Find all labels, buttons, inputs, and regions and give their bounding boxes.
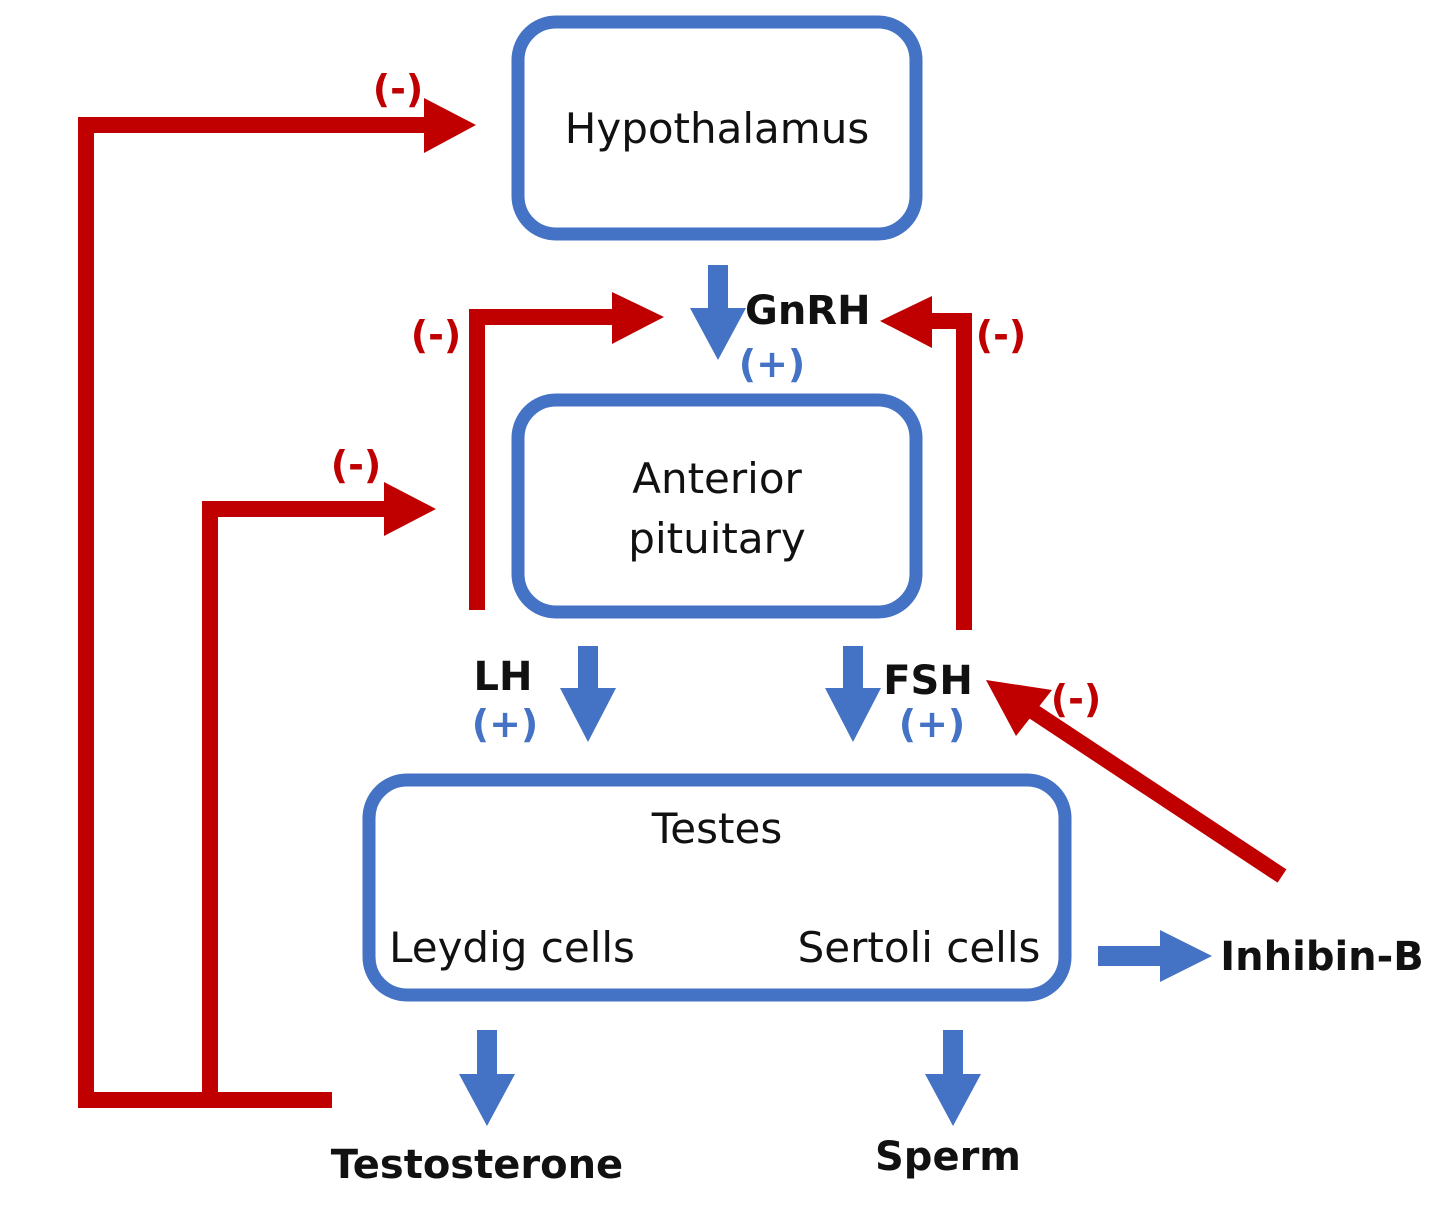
gnrh-label: GnRH	[745, 288, 871, 334]
testosterone-label: Testosterone	[331, 1142, 623, 1188]
inhibitory-feedback	[78, 117, 1287, 1108]
gnrh-arrow	[690, 265, 746, 360]
sperm-label: Sperm	[875, 1134, 1021, 1180]
leydig-cells-label: Leydig cells	[389, 923, 635, 972]
pituitary-inhibit-arrowhead	[384, 482, 436, 536]
hypothalamus-box	[511, 15, 923, 241]
anterior-pituitary-label-line2: pituitary	[628, 514, 805, 563]
stimulatory-arrows	[459, 265, 1212, 1126]
lh-to-gnrh-line	[469, 309, 620, 610]
inhibin-b-label: Inhibin-B	[1220, 934, 1423, 980]
inhibin-b-arrow	[1098, 930, 1212, 982]
fsh-to-gnrh-line	[922, 313, 972, 630]
sperm-arrow	[925, 1030, 981, 1126]
lh-positive-sign: (+)	[472, 702, 539, 746]
testosterone-arrow	[459, 1030, 515, 1126]
fsh-label: FSH	[883, 658, 973, 704]
inhibin-b-to-fsh-line	[1023, 701, 1287, 883]
fsh-arrow	[825, 646, 881, 742]
anterior-pituitary-box	[511, 393, 923, 619]
lh-arrow	[560, 646, 616, 742]
inhibitory-arrowheads	[384, 98, 1052, 736]
testes-box	[362, 773, 1072, 1002]
inhibin-fsh-inhibit-arrowhead	[986, 680, 1052, 736]
testosterone-to-pituitary-line	[202, 501, 392, 1100]
lh-label: LH	[474, 654, 533, 700]
testosterone-to-hypothalamus-line	[78, 117, 432, 1108]
testes-label: Testes	[651, 804, 782, 853]
anterior-pituitary-label-line1: Anterior	[632, 454, 802, 503]
inhibin-fsh-negative-sign: (-)	[1051, 677, 1102, 721]
pituitary-negative-sign: (-)	[331, 443, 382, 487]
fsh-gnrh-inhibit-arrowhead	[880, 296, 932, 348]
lh-gnrh-inhibit-arrowhead	[612, 292, 664, 344]
hypothalamus-negative-sign: (-)	[373, 67, 424, 111]
fsh-gnrh-negative-sign: (-)	[976, 313, 1027, 357]
fsh-positive-sign: (+)	[899, 702, 966, 746]
hypothalamus-label: Hypothalamus	[565, 104, 869, 153]
gnrh-positive-sign: (+)	[739, 342, 806, 386]
sertoli-cells-label: Sertoli cells	[798, 923, 1041, 972]
hypothalamus-inhibit-arrowhead	[424, 98, 476, 153]
lh-gnrh-negative-sign: (-)	[411, 313, 462, 357]
